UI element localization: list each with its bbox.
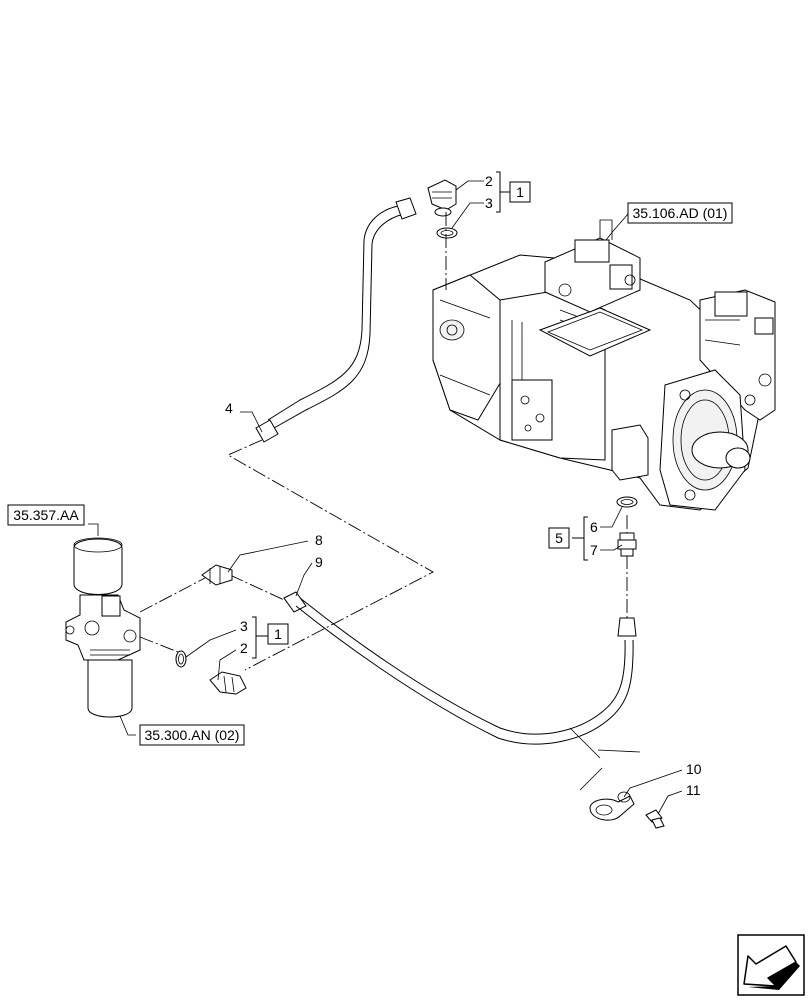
hose-clamp xyxy=(589,791,635,821)
hose-section-marker xyxy=(569,727,641,791)
elbow-fitting-8 xyxy=(201,564,233,586)
top-o-ring xyxy=(436,227,458,239)
callout-11: 11 xyxy=(686,782,701,798)
elbow-fitting-2 xyxy=(209,671,247,695)
mid-o-ring xyxy=(175,650,187,668)
kit-5-label: 5 xyxy=(555,530,563,546)
straight-adapter xyxy=(617,532,637,557)
kit-bracket-1-top: 1 xyxy=(496,171,531,213)
callout-4: 4 xyxy=(225,400,233,416)
callout-7: 7 xyxy=(590,542,598,558)
reference-filter-element-label: 35.300.AN (02) xyxy=(145,727,240,743)
reference-box-filter-element[interactable]: 35.300.AN (02) xyxy=(139,724,245,746)
accumulator-filter-assembly xyxy=(65,537,141,718)
lower-hose xyxy=(283,591,637,745)
routing-dash-upper xyxy=(227,439,434,671)
callout-9: 9 xyxy=(315,554,323,570)
top-elbow-fitting xyxy=(427,179,457,217)
kit-1-top-label: 1 xyxy=(516,184,524,200)
kit-1-mid-label: 1 xyxy=(274,626,282,642)
upper-hose xyxy=(255,197,417,443)
kit-bracket-1-mid: 1 xyxy=(252,616,289,659)
hydraulic-pump-assembly xyxy=(432,219,776,511)
callout-2-mid: 2 xyxy=(240,640,248,656)
callout-2-top: 2 xyxy=(485,173,493,189)
callout-3-mid: 3 xyxy=(240,618,248,634)
leader-lines xyxy=(88,180,683,815)
navigation-arrow-button[interactable] xyxy=(737,934,805,996)
kit-bracket-5: 5 xyxy=(548,516,588,561)
callout-numbers: 2 3 4 6 7 8 9 3 2 10 11 xyxy=(225,173,702,798)
lower-o-ring xyxy=(616,496,638,508)
reference-box-pump[interactable]: 35.106.AD (01) xyxy=(627,202,733,224)
reference-box-filter[interactable]: 35.357.AA xyxy=(7,504,85,526)
routing-dash-left xyxy=(139,574,296,689)
callout-3-top: 3 xyxy=(485,195,493,211)
bolt xyxy=(645,809,665,829)
reference-filter-label: 35.357.AA xyxy=(13,507,79,523)
reference-pump-label: 35.106.AD (01) xyxy=(633,205,728,221)
callout-6: 6 xyxy=(590,519,598,535)
callout-8: 8 xyxy=(315,532,323,548)
callout-10: 10 xyxy=(686,761,702,777)
